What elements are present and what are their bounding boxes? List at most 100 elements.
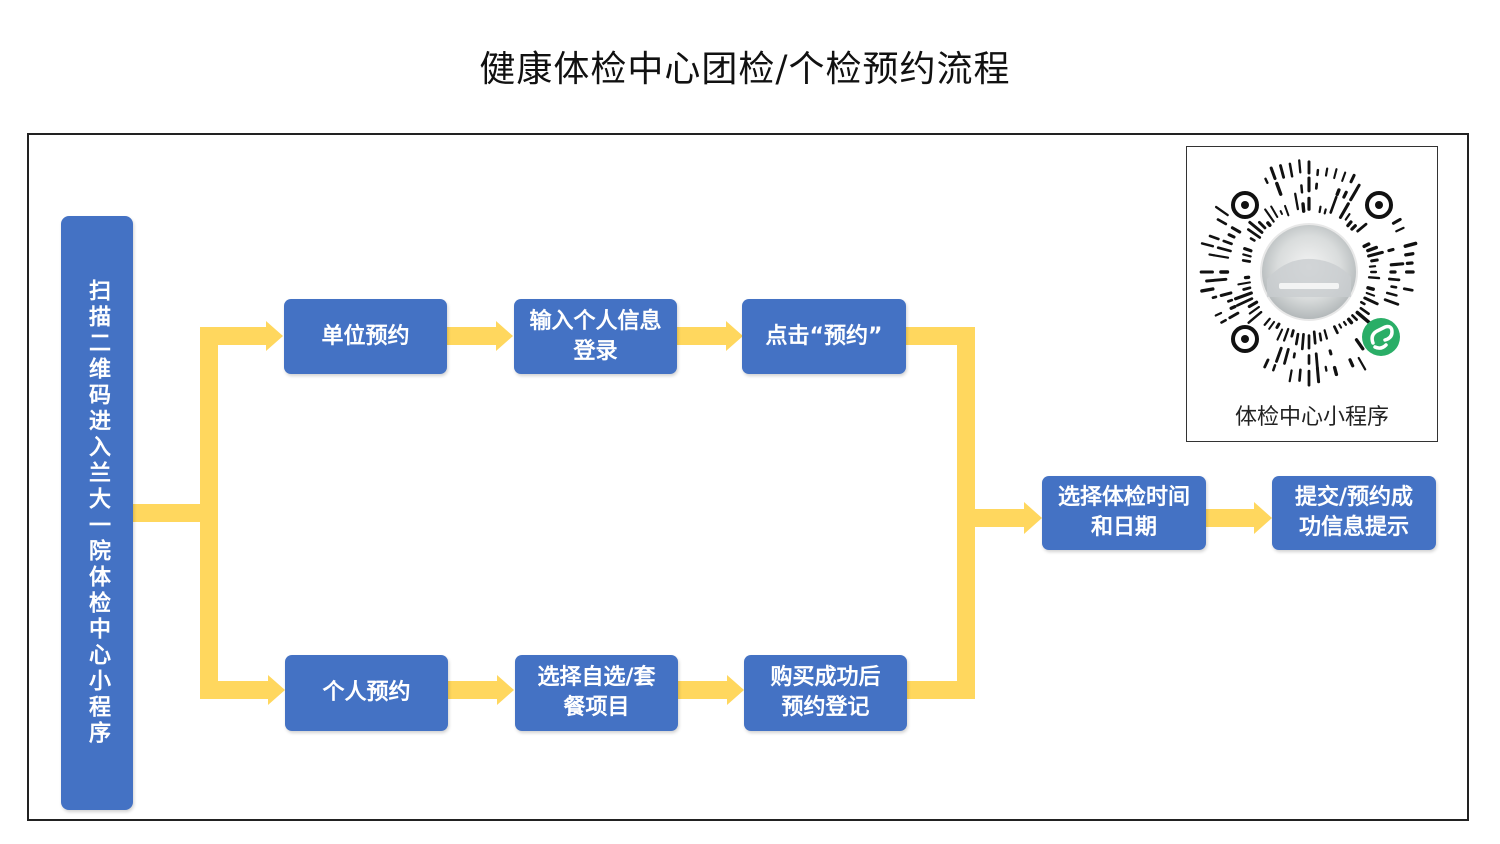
start-step: 扫描二维码进入兰大一院体检中心小程序: [61, 216, 133, 810]
qr-code-dash: [1282, 327, 1290, 342]
qr-code-dash: [1266, 221, 1272, 228]
arrow-unit-1-2: [496, 321, 513, 351]
qr-code-dash: [1237, 281, 1251, 286]
qr-code-dash: [1205, 278, 1215, 283]
qr-code-dash: [1324, 365, 1328, 372]
split-connector: [200, 327, 218, 699]
qr-code-dash: [1264, 177, 1269, 184]
qr-code-dash: [1356, 222, 1368, 233]
qr-code-dash: [1243, 246, 1253, 253]
qr-code-dash: [1248, 220, 1264, 234]
qr-code-dash: [1366, 286, 1375, 291]
qr-code-dash: [1351, 314, 1358, 321]
login-step-label: 输入个人信息登录: [529, 308, 662, 364]
qr-code-dash: [1222, 239, 1233, 246]
select-package-step: 选择自选/套餐项目: [515, 655, 678, 731]
qr-code-dash: [1402, 287, 1414, 292]
qr-code-dash: [1212, 254, 1230, 259]
qr-code-dash: [1236, 297, 1254, 307]
qr-code-dash: [1314, 352, 1319, 370]
arrow-merged-1-2: [1254, 502, 1272, 534]
qr-code-dash: [1389, 262, 1405, 267]
arrow-unit-2-3: [726, 321, 743, 351]
qr-code-dash: [1367, 250, 1384, 258]
qr-code-dash: [1342, 320, 1347, 326]
qr-code-dash: [1366, 245, 1379, 253]
qr-code-dash: [1328, 349, 1333, 356]
mini-program-qr-code[interactable]: [1187, 147, 1437, 397]
diagram-frame: [27, 133, 1469, 821]
login-step: 输入个人信息登录: [514, 299, 677, 374]
personal-booking-step: 个人预约: [285, 655, 448, 731]
select-date-label: 选择体检时间和日期: [1058, 485, 1191, 540]
qr-code-dash: [1383, 298, 1400, 306]
qr-code-dash: [1300, 184, 1304, 194]
qr-code-dash: [1284, 204, 1290, 217]
qr-code-dash: [1335, 188, 1341, 197]
qr-code-dash: [1219, 291, 1233, 297]
qr-code-dash: [1275, 346, 1283, 363]
qr-caption: 体检中心小程序: [1234, 405, 1389, 430]
qr-code-dash: [1403, 241, 1418, 248]
qr-code-dash: [1276, 328, 1284, 341]
qr-code-dash: [1246, 228, 1262, 239]
qr-code-dash: [1264, 208, 1275, 223]
qr-code-dash: [1275, 322, 1281, 329]
qr-code-dash: [1279, 210, 1283, 215]
qr-code-dash: [1216, 246, 1232, 253]
qr-code-dash: [1365, 291, 1376, 297]
qr-code-dash: [1348, 358, 1355, 368]
qr-code-dash: [1349, 173, 1356, 184]
qr-code-dash: [1346, 220, 1353, 228]
qr-code-dash: [1249, 237, 1256, 242]
page-title: 健康体检中心团检/个检预约流程: [479, 49, 1011, 90]
qr-code-dash: [1404, 252, 1415, 257]
qr-code-dash: [1279, 164, 1286, 179]
qr-code-dash: [1268, 320, 1276, 330]
qr-code-dash: [1248, 305, 1261, 315]
qr-code-dash: [1323, 208, 1327, 215]
qr-code-dash: [1318, 332, 1323, 342]
arrow-to-personal: [268, 675, 285, 705]
qr-code-dash: [1263, 317, 1271, 326]
qr-code-dash: [1301, 202, 1306, 213]
qr-code-dash: [1214, 205, 1229, 217]
qr-code-dash: [1208, 253, 1216, 257]
qr-code-dash: [1294, 332, 1300, 346]
qr-code-dash: [1323, 329, 1328, 340]
qr-code-dash: [1263, 358, 1270, 369]
personal-booking-label: 个人预约: [322, 680, 411, 705]
qr-code-dash: [1312, 330, 1317, 345]
qr-code-dash: [1342, 190, 1348, 199]
qr-code-dash: [1363, 296, 1379, 306]
qr-code-dash: [1227, 298, 1234, 303]
qr-code-dash: [1288, 162, 1294, 178]
arrow-to-unit: [266, 321, 283, 351]
qr-code-dash: [1275, 181, 1283, 196]
qr-code-dash: [1211, 295, 1218, 300]
finder-bottom-left-icon: [1231, 325, 1259, 353]
qr-code-dash: [1341, 171, 1347, 182]
qr-code-dash: [1324, 167, 1329, 177]
qr-code-dash: [1300, 332, 1305, 351]
qr-code-dash: [1216, 218, 1228, 226]
qr-code-dash: [1350, 224, 1357, 231]
qr-code-dash: [1367, 276, 1381, 280]
submit-success-label: 提交/预约成功信息提示: [1294, 485, 1414, 540]
unit-booking-step: 单位预约: [284, 299, 447, 374]
qr-code-dash: [1298, 368, 1302, 382]
qr-code-dash: [1390, 285, 1398, 289]
qr-code-dash: [1229, 304, 1237, 310]
qr-code-pattern: [1199, 159, 1418, 387]
qr-code-dash: [1357, 356, 1367, 371]
qr-code-dash: [1272, 364, 1277, 372]
qr-code-dash: [1338, 323, 1343, 329]
qr-code-dash: [1318, 205, 1322, 214]
arrow-personal-2-3: [727, 675, 744, 705]
submit-success-step: 提交/预约成功信息提示: [1272, 476, 1436, 550]
qr-code-dash: [1283, 347, 1290, 365]
purchase-register-label: 购买成功后预约登记: [770, 665, 881, 720]
start-step-label: 扫描二维码进入兰大一院体检中心小程序: [85, 279, 110, 747]
qr-code-dash: [1332, 365, 1339, 377]
qr-code-dash: [1270, 205, 1279, 218]
